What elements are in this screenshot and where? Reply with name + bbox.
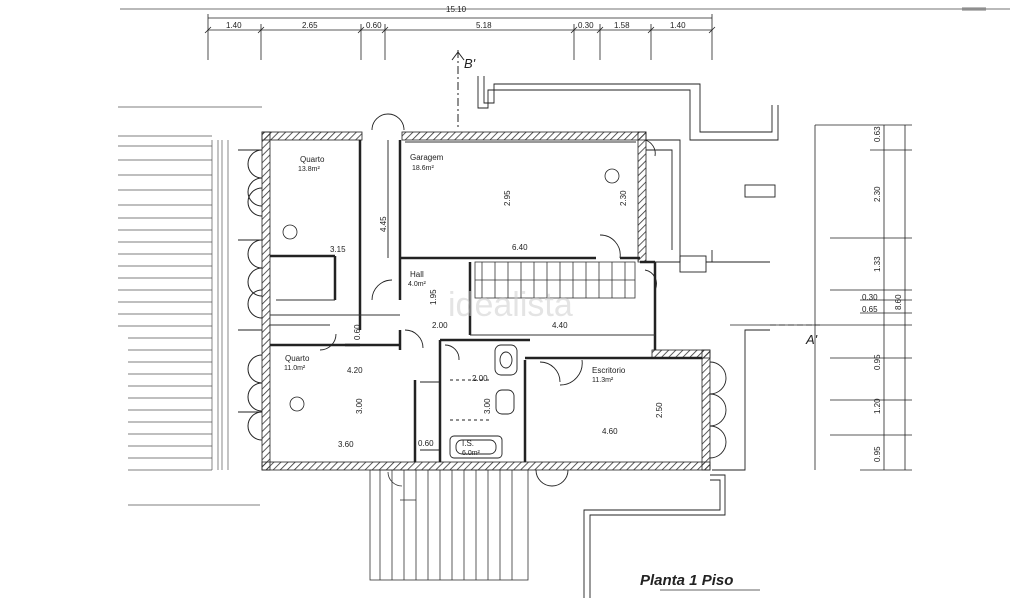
- top-dim-3: 0.60: [366, 21, 382, 30]
- top-dim-4: 5.18: [476, 21, 492, 30]
- right-dim-3: 1.33: [873, 256, 882, 272]
- dim-is-b: 3.00: [483, 398, 492, 414]
- right-dim-5: 0.65: [862, 305, 878, 314]
- right-dim-6: 0.95: [873, 354, 882, 370]
- dim-quarto2-height: 3.00: [355, 398, 364, 414]
- dim-is-a: 2.00: [472, 374, 488, 383]
- room-quarto-2-name: Quarto: [285, 354, 310, 363]
- room-escritorio-name: Escritorio: [592, 366, 626, 375]
- stairs: [474, 261, 636, 299]
- dim-escritorio-height: 2.50: [655, 402, 664, 418]
- top-dim-7: 1.40: [670, 21, 686, 30]
- right-dim-8: 0.95: [873, 446, 882, 462]
- right-dim-2: 2.30: [873, 186, 882, 202]
- right-dimension-chain: [730, 124, 912, 471]
- dim-garagem-side: 2.30: [619, 190, 628, 206]
- dim-garagem-width: 6.40: [512, 243, 528, 252]
- top-total-dim: 15.10: [446, 5, 467, 14]
- room-symbols: [282, 168, 620, 412]
- top-dim-5: 0.30: [578, 21, 594, 30]
- watermark: idealista: [448, 286, 573, 324]
- room-quarto-1-name: Quarto: [300, 155, 325, 164]
- room-hall-name: Hall: [410, 270, 424, 279]
- dim-quarto1-width: 3.15: [330, 245, 346, 254]
- top-dim-6: 1.58: [614, 21, 630, 30]
- right-dim-7: 1.20: [873, 398, 882, 414]
- top-dim-1: 1.40: [226, 21, 242, 30]
- section-b-label: B': [464, 56, 476, 71]
- room-hall-area: 4.0m²: [408, 281, 427, 288]
- room-escritorio-area: 11.3m²: [592, 377, 614, 384]
- room-is-name: I.S.: [462, 439, 474, 448]
- room-garagem-name: Garagem: [410, 153, 444, 162]
- dim-corridor-width: 4.40: [552, 321, 568, 330]
- entrance-stairs: [369, 469, 529, 581]
- room-garagem-area: 18.6m²: [412, 165, 434, 172]
- room-quarto-1-area: 13.8m²: [298, 166, 320, 173]
- dim-quarto2-small: 0.60: [418, 439, 434, 448]
- section-a-label: A': [805, 332, 818, 347]
- top-dimension-chain: [204, 14, 716, 60]
- section-b-marker: [451, 50, 465, 128]
- right-site-outline: [477, 76, 779, 598]
- dim-small-060: 0.60: [353, 324, 362, 340]
- dim-quarto1-height: 4.45: [379, 216, 388, 232]
- dim-quarto2-width: 3.60: [338, 440, 354, 449]
- left-window-arcs: [238, 149, 263, 441]
- bathroom-fixtures: [420, 344, 518, 459]
- thin-interior-lines: [270, 140, 655, 336]
- right-total-dim: 8.60: [894, 294, 903, 310]
- right-dim-4: 0.30: [862, 293, 878, 302]
- top-dim-2: 2.65: [302, 21, 318, 30]
- room-is-area: 6.0m²: [462, 450, 481, 457]
- dim-quarto2-top: 4.20: [347, 366, 363, 375]
- dim-hall-width: 2.00: [432, 321, 448, 330]
- dim-escritorio-width: 4.60: [602, 427, 618, 436]
- room-quarto-2-area: 11.0m²: [284, 365, 306, 372]
- dim-hall-height: 1.95: [429, 289, 438, 305]
- drawing-title: Planta 1 Piso: [640, 572, 733, 589]
- dim-garagem-height: 2.95: [503, 190, 512, 206]
- left-terrace-lines: [118, 106, 262, 506]
- exterior-walls: [261, 131, 711, 471]
- door-swings: [319, 113, 727, 487]
- right-dim-1: 0.63: [873, 126, 882, 142]
